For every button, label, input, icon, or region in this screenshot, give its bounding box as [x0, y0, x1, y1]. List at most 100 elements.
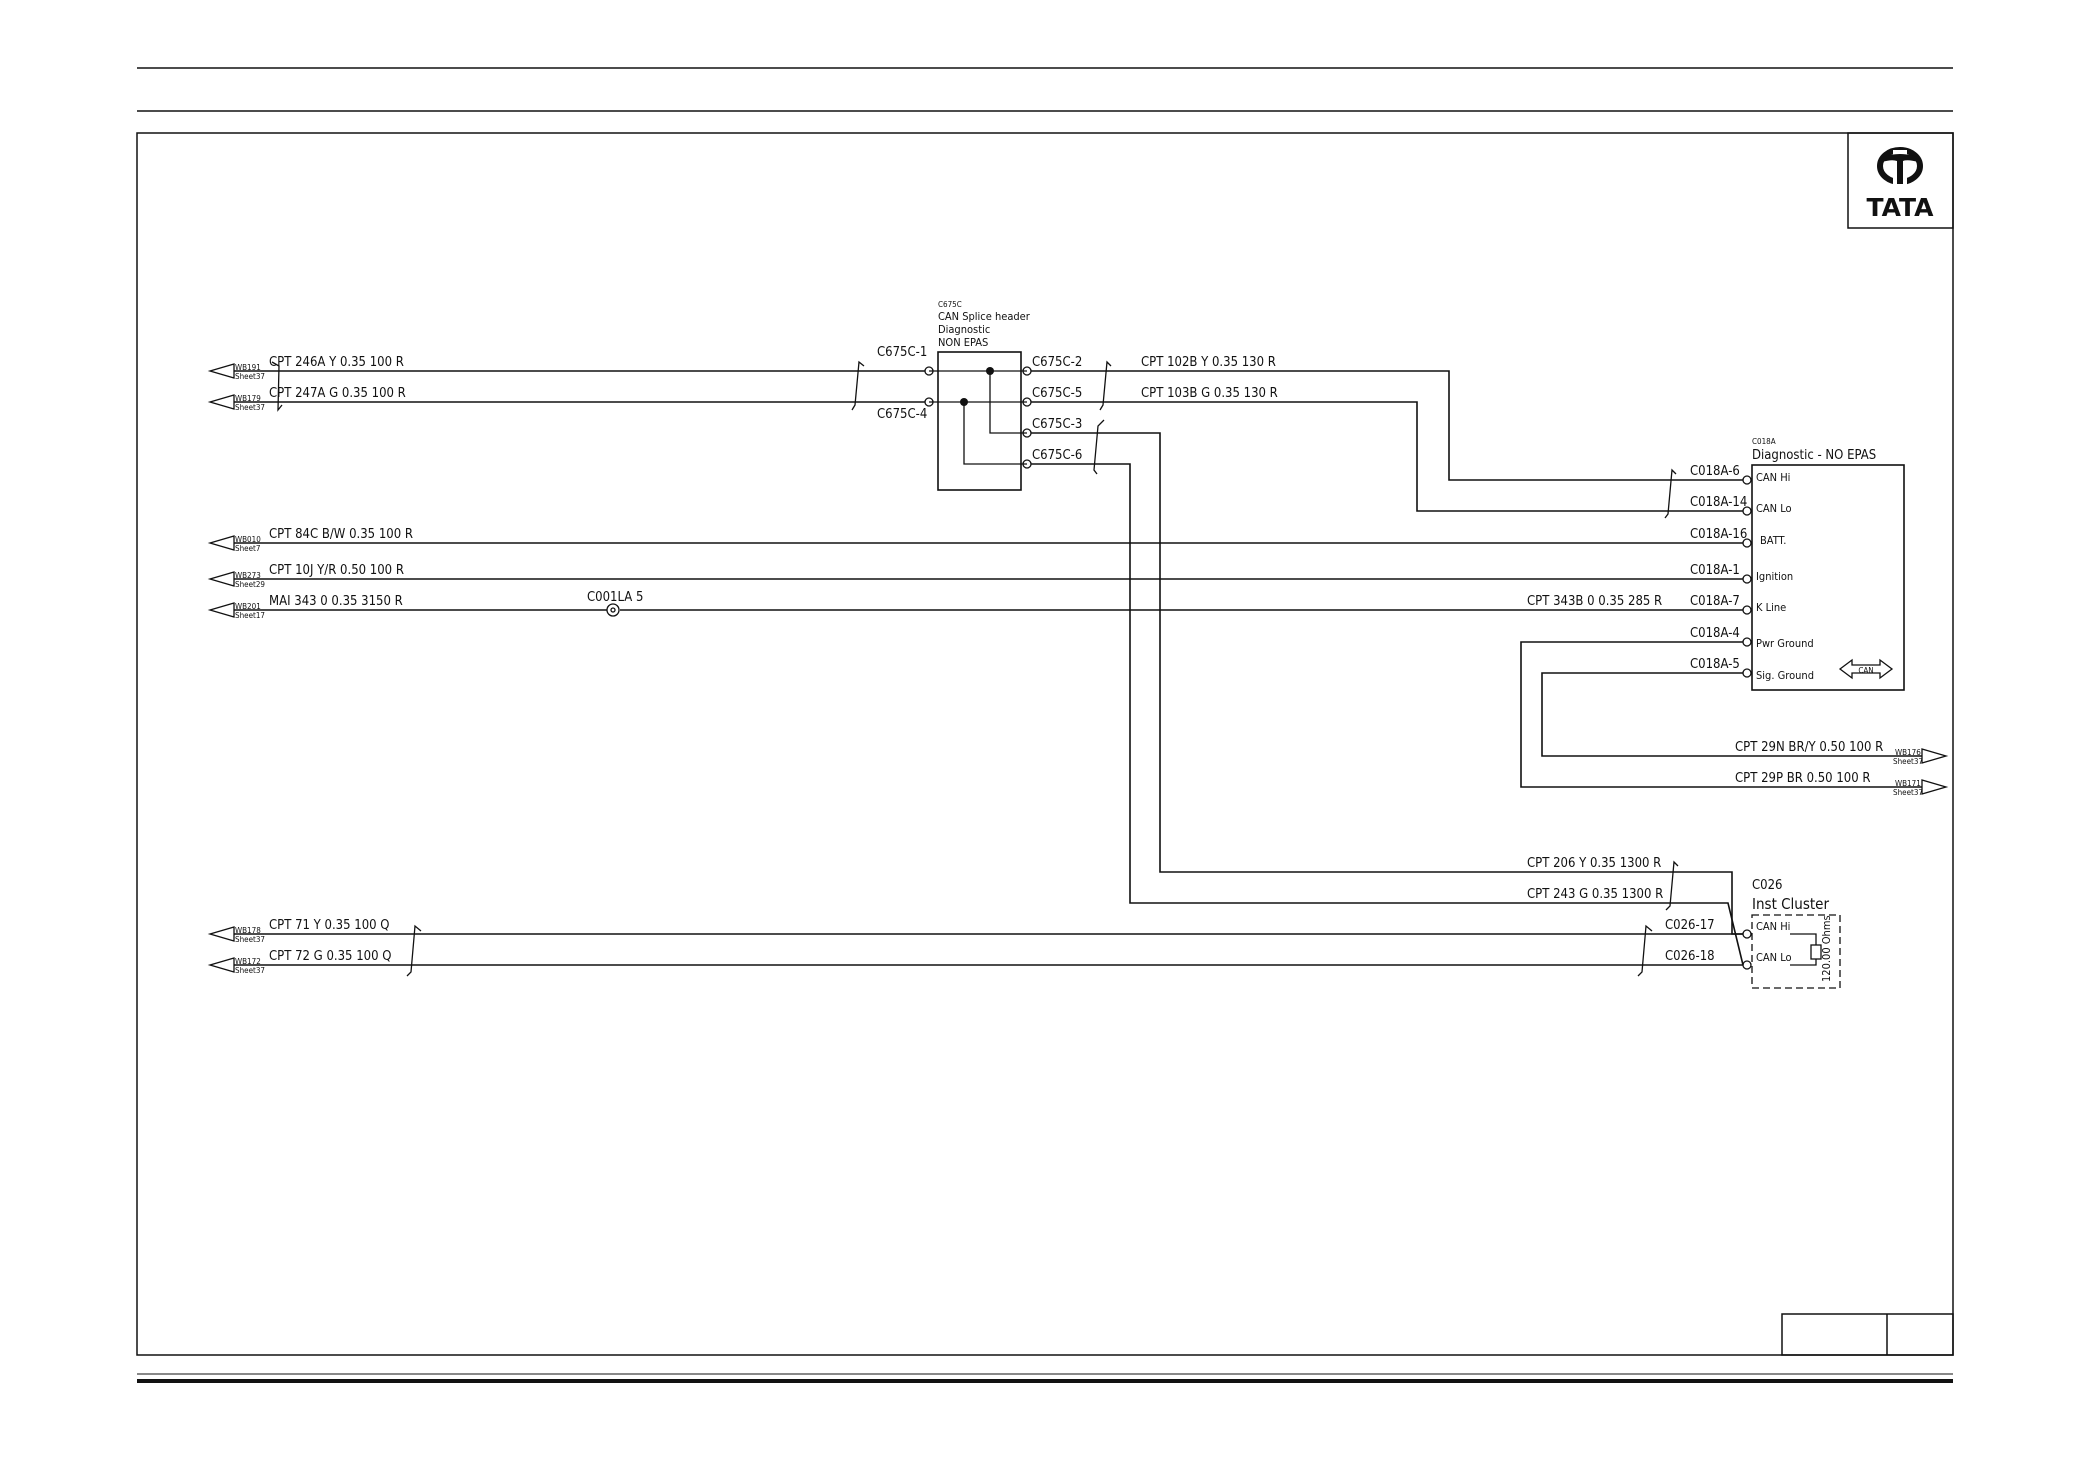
pin-function: Ignition	[1756, 570, 1793, 583]
pin-label: C018A-1	[1690, 563, 1740, 578]
wb-sheet: Sheet37	[235, 966, 265, 975]
pin-label: C018A-6	[1690, 464, 1740, 479]
cluster-box	[1751, 914, 1841, 989]
pin-c026-18	[1742, 960, 1752, 970]
cluster-title: Inst Cluster	[1752, 895, 1829, 913]
wire-label: CPT 71 Y 0.35 100 Q	[269, 918, 390, 933]
pin-label: C018A-7	[1690, 594, 1740, 609]
wb-sheet: Sheet17	[235, 611, 265, 620]
can-bus-label: CAN	[1858, 666, 1873, 675]
wb-code: WB171	[1895, 779, 1921, 788]
pin-label: C018A-4	[1690, 626, 1740, 641]
splice-junction-dot	[986, 367, 994, 375]
pin-label: C675C-6	[1032, 448, 1082, 463]
pin-c026-17	[1742, 929, 1752, 939]
splice-id: C675C	[938, 300, 962, 309]
wb-code: WB201	[235, 602, 261, 611]
connector-arrow	[1921, 748, 1949, 764]
inline-connector-c001la	[606, 603, 620, 617]
pin-function: Sig. Ground	[1756, 669, 1814, 682]
pin-c018a-14	[1742, 506, 1752, 516]
splice-header-box	[937, 351, 1022, 491]
connector-arrow	[207, 926, 235, 942]
logo-box	[1847, 132, 1954, 229]
drawing-border	[136, 132, 1954, 1356]
pin-c018a-4	[1742, 637, 1752, 647]
wire-29p	[1520, 641, 1922, 788]
wire-label: CPT 247A G 0.35 100 R	[269, 386, 406, 401]
inline-connector-label: C001LA 5	[587, 590, 643, 605]
splice-desc-2: Diagnostic	[938, 323, 990, 336]
wb-code: WB273	[235, 571, 261, 580]
twist-marker	[1637, 924, 1653, 977]
pin-function: Pwr Ground	[1756, 637, 1814, 650]
wb-code: WB178	[235, 926, 261, 935]
pin-function: CAN Lo	[1756, 951, 1792, 964]
pin-c018a-1	[1742, 574, 1752, 584]
wb-sheet: Sheet37	[235, 372, 265, 381]
wb-code: WB191	[235, 363, 261, 372]
twist-marker	[1093, 419, 1105, 475]
resistor-label: 120.00 Ohms	[1820, 915, 1833, 982]
wire-label: CPT 343B 0 0.35 285 R	[1527, 594, 1662, 609]
tata-logo-t	[1882, 154, 1918, 184]
connector-arrow	[207, 602, 235, 618]
twist-marker	[406, 924, 422, 977]
pin-c018a-6	[1742, 475, 1752, 485]
pin-label: C675C-4	[877, 407, 927, 422]
title-block	[1781, 1313, 1954, 1356]
wire-102b	[1031, 370, 1743, 481]
connector-arrow	[1921, 779, 1949, 795]
pin-c018a-5	[1742, 668, 1752, 678]
twist-marker	[1665, 860, 1679, 911]
connector-arrow	[207, 535, 235, 551]
connector-arrow	[207, 957, 235, 973]
twist-marker	[851, 360, 865, 411]
splice-desc-3: NON EPAS	[938, 336, 988, 349]
connector-arrow	[207, 363, 235, 379]
diagnostic-connector-box	[1751, 464, 1905, 691]
tata-logo: TATA	[1867, 147, 1934, 222]
wire-label: CPT 29P BR 0.50 100 R	[1735, 771, 1870, 786]
pin-function: CAN Lo	[1756, 502, 1792, 515]
wire-29n	[1541, 672, 1922, 757]
wire-label: CPT 29N BR/Y 0.50 100 R	[1735, 740, 1883, 755]
wire-103b	[1031, 401, 1743, 512]
splice-junction-dot	[960, 398, 968, 406]
wb-code: WB176	[1895, 748, 1921, 757]
twist-marker	[1099, 360, 1112, 411]
pin-function: CAN Hi	[1756, 471, 1790, 484]
connector-arrow	[207, 571, 235, 587]
wb-sheet: Sheet37	[235, 403, 265, 412]
wb-sheet: Sheet37	[1893, 757, 1923, 766]
pin-function: BATT.	[1760, 534, 1786, 547]
pin-label: C675C-3	[1032, 417, 1082, 432]
wb-code: WB172	[235, 957, 261, 966]
cluster-id: C026	[1752, 878, 1783, 893]
connector-arrow	[207, 394, 235, 410]
diag-id: C018A	[1752, 437, 1776, 446]
wire-label: CPT 206 Y 0.35 1300 R	[1527, 856, 1661, 871]
pin-label: C675C-1	[877, 345, 927, 360]
pin-label: C675C-2	[1032, 355, 1082, 370]
wb-sheet: Sheet7	[235, 544, 260, 553]
wire-label: CPT 84C B/W 0.35 100 R	[269, 527, 413, 542]
wire-label: CPT 243 G 0.35 1300 R	[1527, 887, 1663, 902]
twist-marker	[1664, 468, 1677, 519]
pin-label: C675C-5	[1032, 386, 1082, 401]
wb-code: WB179	[235, 394, 261, 403]
twist-marker	[271, 361, 283, 412]
pin-label: C018A-5	[1690, 657, 1740, 672]
wb-sheet: Sheet29	[235, 580, 265, 589]
pin-function: CAN Hi	[1756, 920, 1790, 933]
wb-sheet: Sheet37	[1893, 788, 1923, 797]
wire-label: CPT 72 G 0.35 100 Q	[269, 949, 391, 964]
wire-label: MAI 343 0 0.35 3150 R	[269, 594, 403, 609]
pin-label: C026-18	[1665, 949, 1715, 964]
wire-label: CPT 10J Y/R 0.50 100 R	[269, 563, 404, 578]
pin-function: K Line	[1756, 601, 1786, 614]
splice-desc-1: CAN Splice header	[938, 310, 1031, 323]
pin-label: C018A-14	[1690, 495, 1747, 510]
wb-sheet: Sheet37	[235, 935, 265, 944]
